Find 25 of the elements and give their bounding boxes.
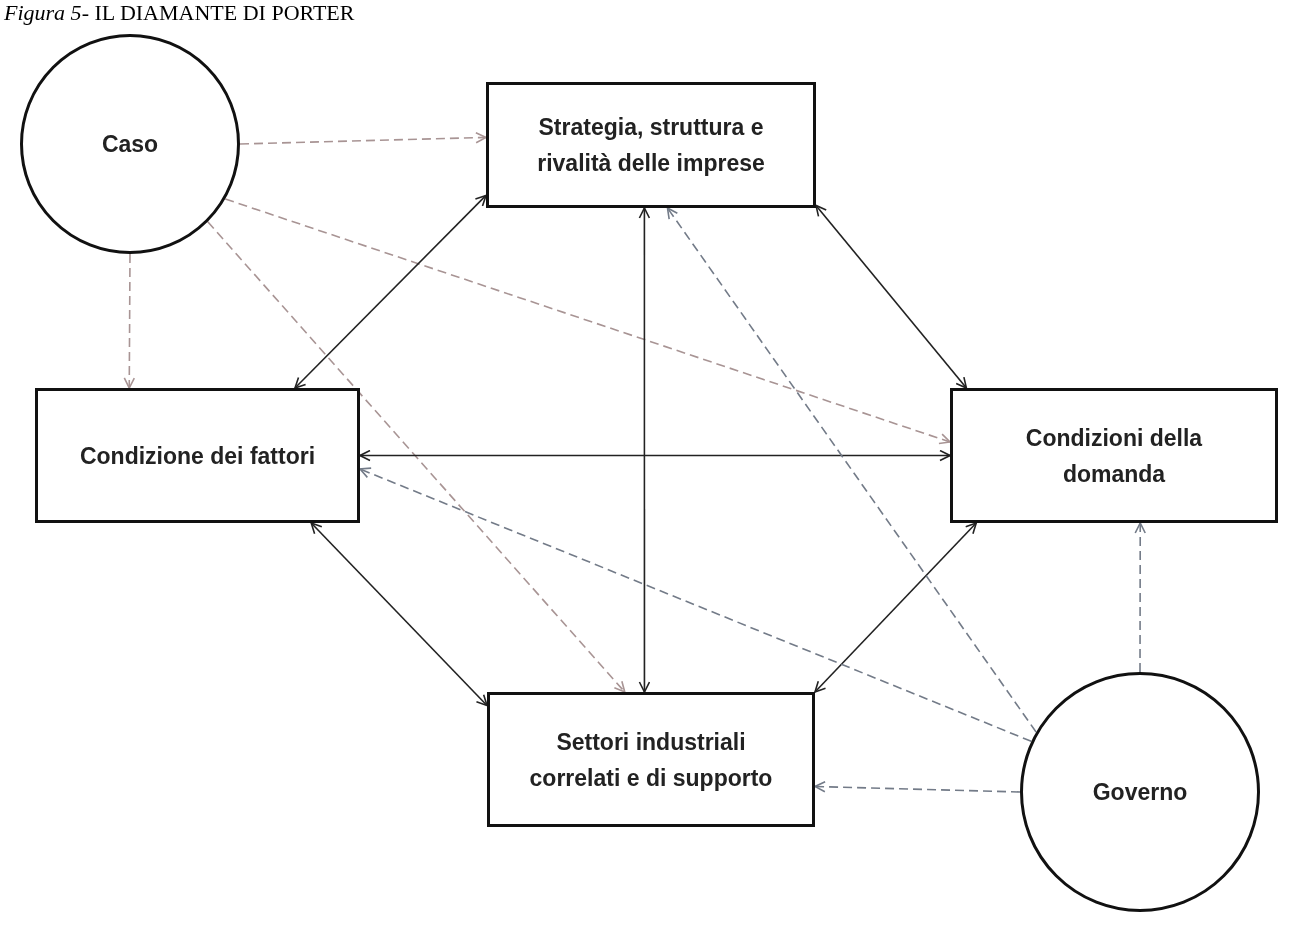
arrow bbox=[294, 194, 487, 389]
arrow bbox=[359, 467, 1033, 743]
figure-title: Figura 5- IL DIAMANTE DI PORTER bbox=[4, 0, 355, 26]
arrow bbox=[239, 131, 487, 145]
factor-box bbox=[487, 692, 815, 827]
node-label: Strategia, struttura e rivalità delle imprese bbox=[536, 113, 766, 178]
factor-box bbox=[950, 388, 1278, 523]
node-label: Caso bbox=[100, 130, 160, 159]
arrow bbox=[814, 522, 978, 693]
node-label: Governo bbox=[1091, 778, 1189, 807]
node-label: Condizioni della domanda bbox=[1024, 423, 1204, 489]
arrow bbox=[310, 522, 488, 707]
arrow bbox=[359, 449, 951, 462]
arrow bbox=[666, 207, 1037, 733]
arrow bbox=[207, 221, 626, 693]
arrow bbox=[123, 253, 136, 389]
arrow bbox=[638, 207, 651, 693]
arrow bbox=[1134, 522, 1146, 673]
factor-box bbox=[35, 388, 360, 523]
node-label: Settori industriali correlati e di supporto bbox=[528, 727, 774, 793]
arrow bbox=[224, 198, 951, 445]
node-label: Condizione dei fattori bbox=[78, 441, 317, 471]
factor-box bbox=[486, 82, 816, 208]
arrow bbox=[814, 780, 1021, 793]
arrow bbox=[815, 204, 968, 389]
